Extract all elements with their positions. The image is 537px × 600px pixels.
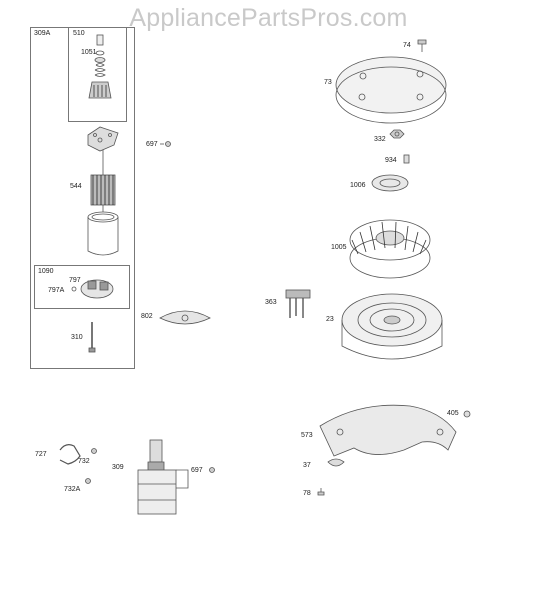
clip-37-icon [327,458,345,467]
label-573: 573 [301,432,313,439]
ignition-module-icon [285,289,311,318]
screen-73-icon [335,56,447,124]
label-310: 310 [71,334,83,341]
label-405: 405 [447,410,459,417]
label-544: 544 [70,183,82,190]
brush-assembly-icon [71,279,114,299]
nut-332-icon [389,129,405,139]
bolt-74-icon [417,39,427,52]
screw-78-icon [317,488,325,496]
label-74: 74 [403,42,411,49]
end-cap-icon [87,126,119,160]
cable-727-icon [59,444,81,465]
drive-assembly-icon [88,34,112,99]
label-1005: 1005 [331,244,347,251]
label-697-bottom: 697 [191,467,203,474]
flywheel-icon [341,293,443,360]
label-1090: 1090 [38,268,54,275]
nut-732A-icon [85,478,91,484]
screw-405-icon [463,410,471,418]
label-797: 797 [69,277,81,284]
label-1051: 1051 [81,49,97,56]
starter-motor-icon [137,439,189,515]
label-37: 37 [303,462,311,469]
label-309: 309 [112,464,124,471]
through-bolt-icon [88,322,96,353]
label-797A: 797A [48,287,65,294]
label-934: 934 [385,157,397,164]
label-697-top: 697 [146,141,158,148]
screw-697-icon [160,141,171,147]
label-309A: 309A [34,30,51,37]
gasket-icon [159,310,211,325]
label-510: 510 [73,30,85,37]
cup-1006-icon [371,174,409,192]
box-1090 [34,265,130,309]
label-332: 332 [374,136,386,143]
nut-732-icon [91,448,97,454]
label-727: 727 [35,451,47,458]
flywheel-fan-icon [349,219,431,279]
bracket-573-icon [319,404,457,457]
housing-icon [87,211,119,256]
armature-icon [90,160,116,212]
label-363: 363 [265,299,277,306]
label-732: 732 [78,458,90,465]
label-78: 78 [303,490,311,497]
label-73: 73 [324,79,332,86]
label-732A: 732A [64,486,81,493]
part-934-icon [403,154,410,164]
watermark: AppliancePartsPros.com [129,4,408,32]
label-23: 23 [326,316,334,323]
label-802: 802 [141,313,153,320]
label-1006: 1006 [350,182,366,189]
screw-697b-icon [209,467,215,473]
box-510 [68,27,127,122]
